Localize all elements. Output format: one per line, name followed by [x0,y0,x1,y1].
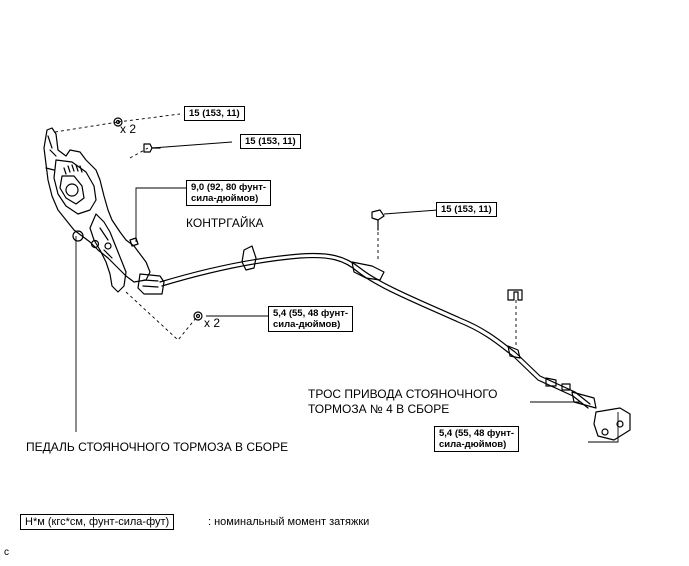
cable-drawing [159,209,631,441]
pedal-assembly-label: ПЕДАЛЬ СТОЯНОЧНОГО ТОРМОЗА В СБОРЕ [26,440,289,454]
torque-value-line1: 9,0 (92, 80 фунт- [191,182,267,193]
torque-unit-legend-description: : номинальный момент затяжки [208,516,370,528]
torque-label-locknut: 9,0 (92, 80 фунт- сила-дюймов) [186,180,272,206]
cable-assembly-label-line2: ТОРМОЗА № 4 В СБОРЕ [308,402,450,416]
quantity-label-bracket-nut: x 2 [120,122,137,136]
torque-value-line2: сила-дюймов) [191,193,259,204]
torque-label-cable-end-bracket: 5,4 (55, 48 фунт- сила-дюймов) [434,426,520,452]
torque-unit-legend-box: Н*м (кгс*см, фунт-сила-фут) [20,514,175,530]
pedal-assembly-drawing [43,117,203,321]
torque-label-bracket-nut: 15 (153, 11) [184,106,245,121]
torque-value-line2: сила-дюймов) [439,439,507,450]
quantity-label-lower-nut: x 2 [204,316,221,330]
torque-value: 15 (153, 11) [245,136,296,147]
torque-value-line2: сила-дюймов) [273,319,341,330]
torque-value-line1: 5,4 (55, 48 фунт- [439,428,515,439]
torque-value-line1: 5,4 (55, 48 фунт- [273,308,349,319]
cable-assembly-label: ТРОС ПРИВОДА СТОЯНОЧНОГО ТОРМОЗА № 4 В С… [308,387,498,417]
figure-code: c [4,547,9,558]
cable-assembly-label-line1: ТРОС ПРИВОДА СТОЯНОЧНОГО [308,387,498,401]
torque-label-cable-clamp-bolt: 15 (153, 11) [436,202,497,217]
torque-value: 15 (153, 11) [189,108,240,119]
locknut-label: КОНТРГАЙКА [186,216,264,230]
torque-label-lower-nut: 5,4 (55, 48 фунт- сила-дюймов) [268,306,354,332]
torque-value: 15 (153, 11) [441,204,492,215]
torque-label-bracket-bolt: 15 (153, 11) [240,134,301,149]
